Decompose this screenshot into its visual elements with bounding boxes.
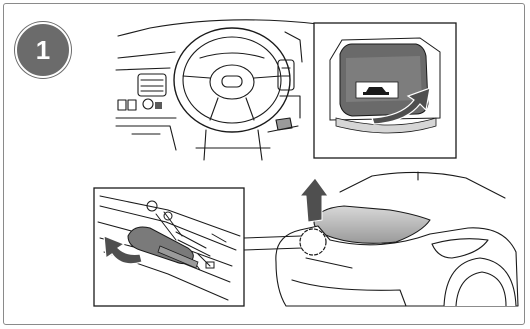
dashboard-steering-wheel-illustration	[116, 20, 318, 160]
car-front-open-hood-illustration	[276, 172, 518, 306]
secondary-latch-closeup	[94, 188, 244, 306]
hood-release-lever-closeup	[314, 23, 456, 158]
